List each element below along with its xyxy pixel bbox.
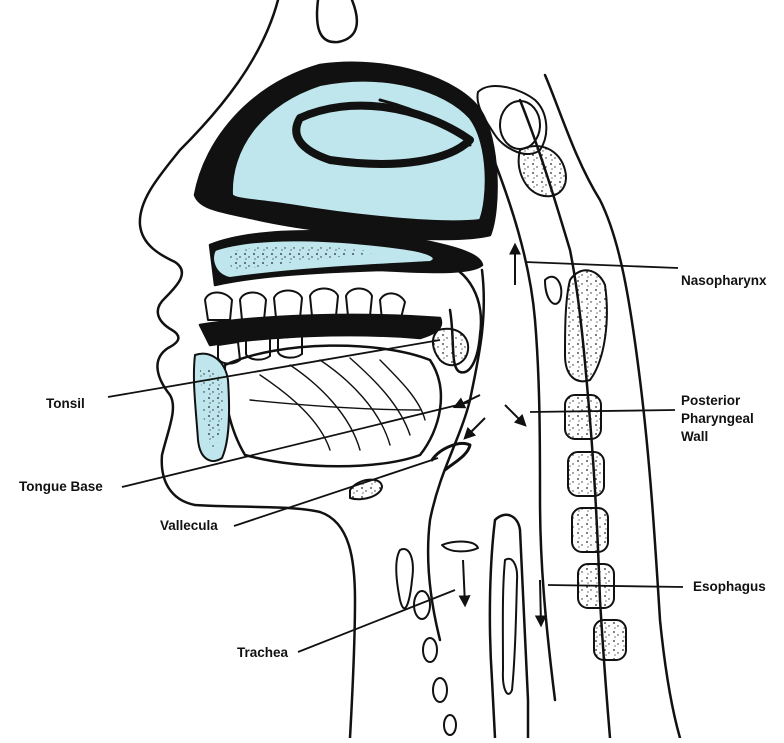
- label-vallecula: Vallecula: [160, 518, 218, 533]
- pharynx-anterior-wall: [426, 268, 486, 642]
- epiglottis: [430, 442, 472, 472]
- label-nasopharynx: Nasopharynx: [681, 273, 767, 288]
- tonsil-shape: [432, 327, 470, 367]
- esophagus-inner: [501, 557, 519, 695]
- label-posterior-pharyngeal-wall: Posterior Pharyngeal Wall: [681, 392, 754, 446]
- leader-vallecula: [233, 457, 439, 527]
- atlas-vertebra: [476, 85, 548, 155]
- leader-posterior: [529, 409, 676, 413]
- vertebra-c5: [571, 507, 609, 553]
- esophagus-tube: [488, 513, 530, 740]
- leader-esophagus: [547, 584, 684, 588]
- skull-base: [517, 145, 567, 198]
- tongue-muscle-fibers: [249, 357, 426, 451]
- vertebra-c4: [567, 451, 605, 497]
- palate-speckle: [228, 245, 380, 272]
- label-trachea: Trachea: [237, 645, 289, 660]
- cervical-vertebrae: [544, 269, 627, 661]
- pharynx-posterior-wall: [488, 148, 557, 702]
- face-profile: [138, 0, 357, 740]
- label-posterior-line2: Pharyngeal: [681, 411, 754, 426]
- oral-gap: [198, 313, 443, 347]
- turbinate-inner: [378, 98, 472, 147]
- label-tongue-base: Tongue Base: [19, 479, 103, 494]
- label-posterior-line3: Wall: [681, 429, 709, 444]
- leader-tonsil: [107, 339, 441, 398]
- leader-nasopharynx: [524, 261, 679, 269]
- leader-lines: [107, 261, 684, 653]
- atlas-ring: [499, 100, 541, 150]
- posterior-neck: [543, 73, 682, 740]
- tongue-base-arrow: [463, 417, 486, 440]
- leader-tongue-base: [121, 401, 471, 488]
- nasal-ridge: [315, 0, 359, 44]
- esophagus-arrow: [534, 579, 547, 628]
- flow-arrows: [452, 242, 547, 628]
- vertebra-c2: [564, 269, 608, 383]
- vertebra-c3: [564, 394, 602, 440]
- nasal-turbinate: [292, 101, 474, 168]
- label-posterior-line1: Posterior: [681, 393, 741, 408]
- trachea-rings: [395, 540, 479, 736]
- vertebra-c7: [593, 619, 627, 661]
- tongue: [223, 344, 443, 468]
- label-esophagus: Esophagus: [693, 579, 766, 594]
- lower-lip-speckle: [200, 368, 223, 448]
- label-tonsil: Tonsil: [46, 396, 85, 411]
- trachea-arrow: [458, 559, 471, 608]
- posterior-wall-arrow: [504, 404, 527, 427]
- leader-trachea: [297, 589, 456, 653]
- spinous-process: [544, 275, 563, 305]
